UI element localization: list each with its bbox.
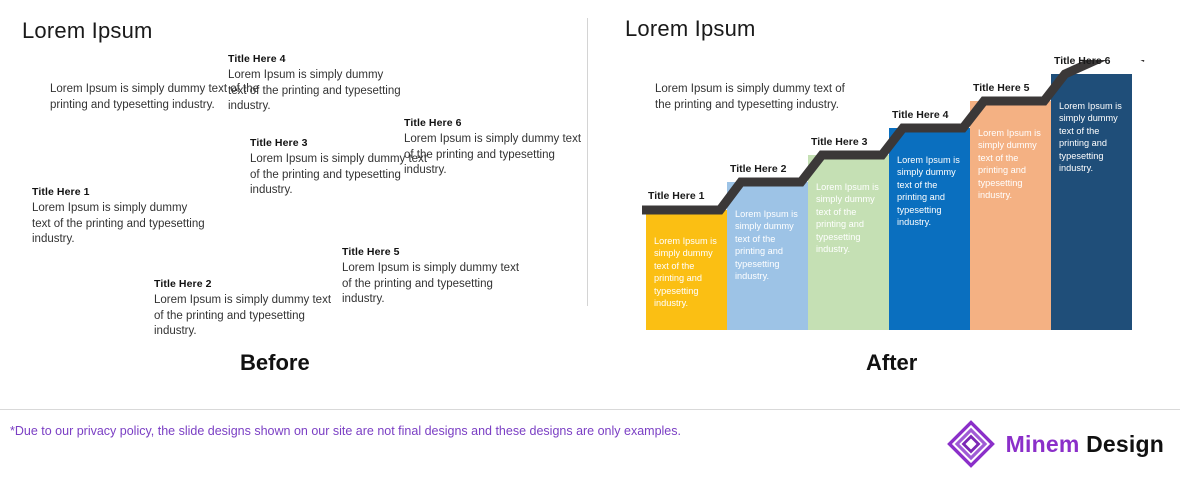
brand-name-second: Design (1086, 430, 1164, 457)
brand-lockup: Minem Design (945, 418, 1164, 470)
before-item-4-title: Title Here 4 (228, 53, 286, 65)
bar-1 (646, 210, 727, 330)
bar-label-4: Lorem Ipsum is simply dummy text of the … (897, 155, 960, 228)
step-title-1: Title Here 1 (648, 190, 705, 202)
before-item-6: Title Here 6 Lorem Ipsum is simply dummy… (404, 117, 584, 179)
bar-label-6: Lorem Ipsum is simply dummy text of the … (1059, 101, 1122, 174)
diamond-logo-icon (946, 420, 995, 468)
step-title-5: Title Here 5 (973, 82, 1030, 94)
before-item-2-body: Lorem Ipsum is simply dummy text of the … (154, 294, 332, 338)
before-caption: Before (240, 350, 310, 375)
footer-divider (0, 409, 1180, 410)
step-title-4: Title Here 4 (892, 109, 949, 121)
after-panel-heading: Lorem Ipsum (625, 16, 756, 41)
before-item-6-title: Title Here 6 (404, 117, 462, 129)
bar-label-1: Lorem Ipsum is simply dummy text of the … (654, 236, 717, 309)
arrow-head-icon (1140, 60, 1145, 62)
bar-3 (808, 155, 889, 330)
brand-text: Minem Design (1006, 431, 1164, 458)
before-item-2-title: Title Here 2 (154, 278, 212, 290)
before-intro-block: Lorem Ipsum is simply dummy text of the … (50, 82, 265, 113)
before-item-1-body: Lorem Ipsum is simply dummy text of the … (32, 202, 205, 246)
before-item-1: Title Here 1 Lorem Ipsum is simply dummy… (32, 186, 207, 248)
before-item-5-title: Title Here 5 (342, 246, 400, 258)
after-intro-text: Lorem Ipsum is simply dummy text of the … (655, 83, 845, 111)
before-item-1-title: Title Here 1 (32, 186, 90, 198)
staircase-svg (642, 60, 1145, 330)
before-item-5: Title Here 5 Lorem Ipsum is simply dummy… (342, 246, 522, 308)
before-item-3-body: Lorem Ipsum is simply dummy text of the … (250, 153, 428, 197)
before-item-2: Title Here 2 Lorem Ipsum is simply dummy… (154, 278, 334, 340)
before-intro-text: Lorem Ipsum is simply dummy text of the … (50, 83, 259, 111)
before-item-4-body: Lorem Ipsum is simply dummy text of the … (228, 69, 401, 113)
privacy-note: *Due to our privacy policy, the slide de… (10, 424, 681, 438)
bar-2 (727, 182, 808, 330)
after-caption: After (866, 350, 918, 375)
bar-label-2: Lorem Ipsum is simply dummy text of the … (735, 209, 798, 282)
staircase-chart: Title Here 1 Title Here 2 Title Here 3 T… (620, 55, 1165, 350)
panel-divider (587, 18, 588, 306)
step-title-6: Title Here 6 (1054, 55, 1111, 67)
bar-6 (1051, 74, 1132, 330)
step-title-3: Title Here 3 (811, 136, 868, 148)
bar-label-3: Lorem Ipsum is simply dummy text of the … (816, 182, 879, 255)
bar-5 (970, 101, 1051, 330)
bar-label-5: Lorem Ipsum is simply dummy text of the … (978, 128, 1041, 201)
before-item-6-body: Lorem Ipsum is simply dummy text of the … (404, 133, 582, 177)
before-panel-heading: Lorem Ipsum (22, 18, 153, 43)
before-item-4: Title Here 4 Lorem Ipsum is simply dummy… (228, 53, 403, 115)
step-title-2: Title Here 2 (730, 163, 787, 175)
brand-name-first: Minem (1005, 430, 1087, 457)
before-item-3: Title Here 3 Lorem Ipsum is simply dummy… (250, 137, 430, 199)
before-item-5-body: Lorem Ipsum is simply dummy text of the … (342, 262, 520, 306)
staircase-line (642, 60, 1108, 215)
bar-4 (889, 128, 970, 330)
before-item-3-title: Title Here 3 (250, 137, 308, 149)
